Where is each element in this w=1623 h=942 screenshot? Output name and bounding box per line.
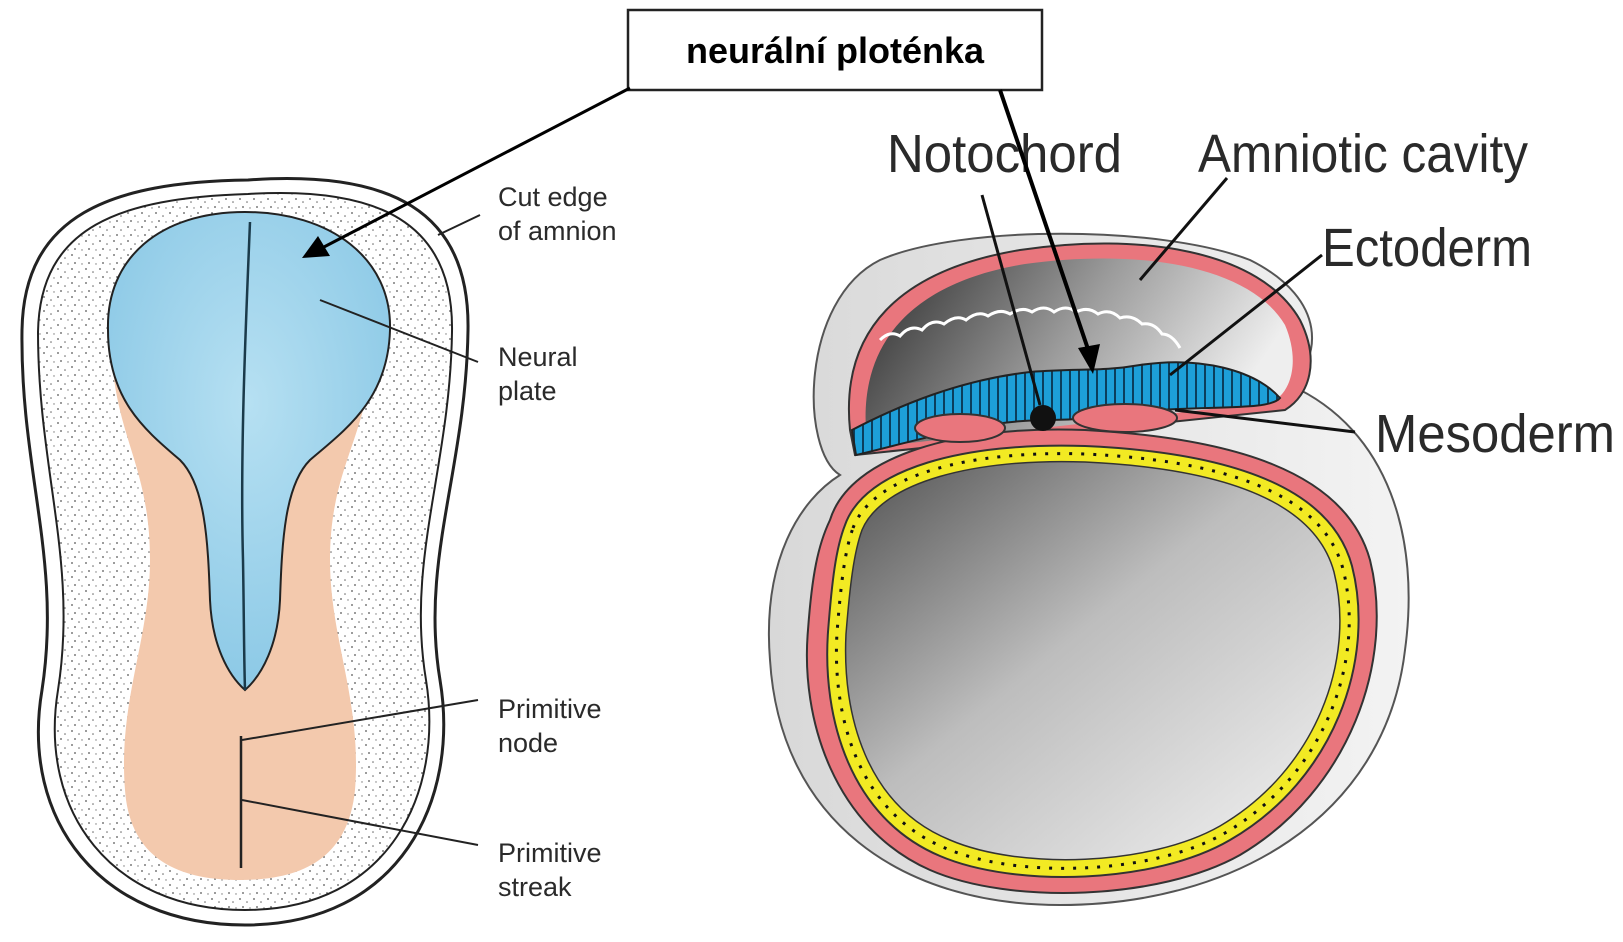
label-neural-plate-2: plate bbox=[498, 376, 557, 406]
leader-cut-edge bbox=[438, 215, 480, 235]
right-embryo-cross-section: Notochord Amniotic cavity Ectoderm Mesod… bbox=[769, 124, 1615, 905]
left-embryo-diagram: Cut edge of amnion Neural plate Primitiv… bbox=[22, 179, 617, 925]
callout-text: neurální ploténka bbox=[686, 30, 985, 71]
label-primitive-node-1: Primitive bbox=[498, 694, 602, 724]
label-cut-edge-1: Cut edge bbox=[498, 182, 608, 212]
label-primitive-streak-1: Primitive bbox=[498, 838, 602, 868]
label-cut-edge-2: of amnion bbox=[498, 216, 617, 246]
notochord-dot bbox=[1030, 405, 1056, 431]
mesoderm-left bbox=[915, 414, 1005, 442]
label-mesoderm: Mesoderm bbox=[1375, 404, 1615, 464]
label-notochord: Notochord bbox=[887, 124, 1122, 184]
label-ectoderm: Ectoderm bbox=[1322, 218, 1532, 278]
label-amniotic-cavity: Amniotic cavity bbox=[1198, 124, 1528, 184]
label-primitive-node-2: node bbox=[498, 728, 558, 758]
mesoderm-right bbox=[1073, 404, 1177, 432]
label-neural-plate-1: Neural bbox=[498, 342, 578, 372]
label-primitive-streak-2: streak bbox=[498, 872, 572, 902]
